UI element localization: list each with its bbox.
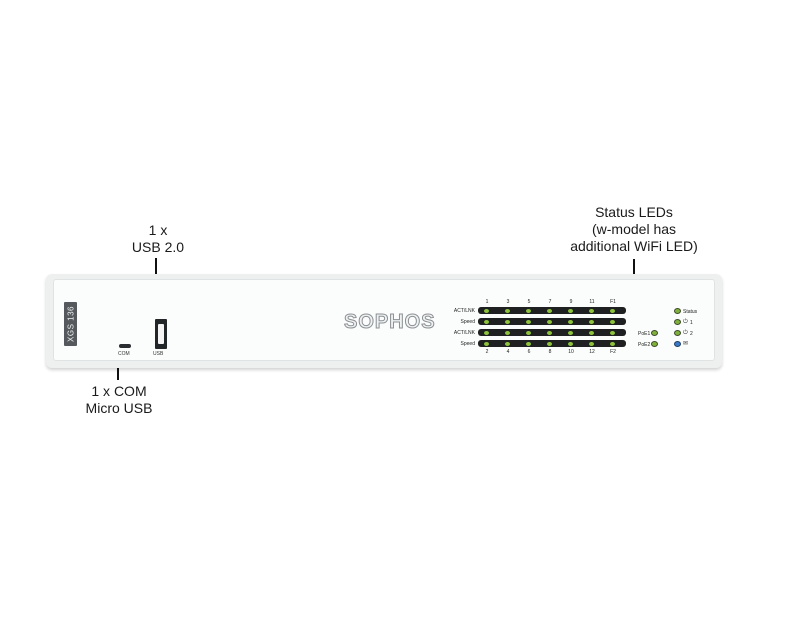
port-number-top: 7 [548,299,552,305]
port-led [484,308,489,313]
model-label: XGS 136 [66,306,75,342]
usb-port [155,319,167,349]
port-led [484,330,489,335]
com-callout: 1 x COM Micro USB [74,383,164,417]
com-callout-line-1: 1 x COM [91,383,147,399]
port-led [484,319,489,324]
led-bar [478,340,626,347]
port-led [526,330,531,335]
model-badge: XGS 136 [64,302,77,346]
port-number-top: F1 [610,299,616,305]
port-led [610,308,615,313]
usb-callout-line-2: USB 2.0 [131,239,185,255]
port-led [568,308,573,313]
port-led [568,330,573,335]
port-number-bottom: 4 [506,349,510,355]
status-led-label: 2 [690,331,693,337]
com-callout-line-2: Micro USB [85,400,153,416]
sophos-logo: SOPHOS [344,311,436,334]
poe1-led [651,330,658,336]
status-led [674,341,681,347]
power-icon: ⏻ [683,330,688,336]
port-number-bottom: 2 [485,349,489,355]
port-led [505,330,510,335]
port-led [589,308,594,313]
port-number-top: 5 [527,299,531,305]
led-row-label: Speed [460,341,475,347]
port-led [610,330,615,335]
port-led [505,308,510,313]
port-led [589,319,594,324]
poe2-label: PoE2 [638,342,651,348]
port-number-top: 3 [506,299,510,305]
led-row-label: ACT/LNK [453,330,475,336]
port-number-bottom: F2 [610,349,616,355]
port-led [589,330,594,335]
port-led [547,330,552,335]
led-bar [478,318,626,325]
port-led [568,341,573,346]
port-led [526,308,531,313]
usb-callout-line-1: 1 x [148,222,168,238]
status-led-label: 1 [690,320,693,326]
led-row-label: ACT/LNK [453,308,475,314]
port-number-top: 11 [589,299,595,305]
status-callout-line-1: Status LEDs [595,204,673,220]
port-number-top: 1 [485,299,489,305]
led-bar [478,329,626,336]
port-led [526,341,531,346]
port-led [610,319,615,324]
port-number-bottom: 6 [527,349,531,355]
status-led-label: Status [683,309,698,315]
port-led [547,319,552,324]
poe1-label: PoE1 [638,331,651,337]
micro-usb-com-port [119,344,131,348]
port-number-bottom: 10 [568,349,574,355]
port-led [610,341,615,346]
com-port-label: COM [118,351,130,357]
status-callout: Status LEDs (w-model has additional WiFi… [548,204,720,255]
status-callout-line-3: additional WiFi LED) [570,238,698,254]
usb-port-label: USB [153,351,164,357]
usb-callout: 1 x USB 2.0 [118,222,198,256]
port-led [547,308,552,313]
port-led [484,341,489,346]
port-number-bottom: 12 [589,349,595,355]
status-led [674,330,681,336]
port-led [505,319,510,324]
status-callout-line-2: (w-model has [591,221,677,237]
port-led [526,319,531,324]
led-bar [478,307,626,314]
port-number-bottom: 8 [548,349,552,355]
status-led [674,308,681,314]
power-icon: ⏻ [683,319,688,325]
port-number-top: 9 [569,299,573,305]
port-led [589,341,594,346]
port-led [505,341,510,346]
poe2-led [651,341,658,347]
port-led [568,319,573,324]
led-row-label: Speed [460,319,475,325]
envelope-icon: ✉ [683,341,689,347]
port-led [547,341,552,346]
status-led [674,319,681,325]
